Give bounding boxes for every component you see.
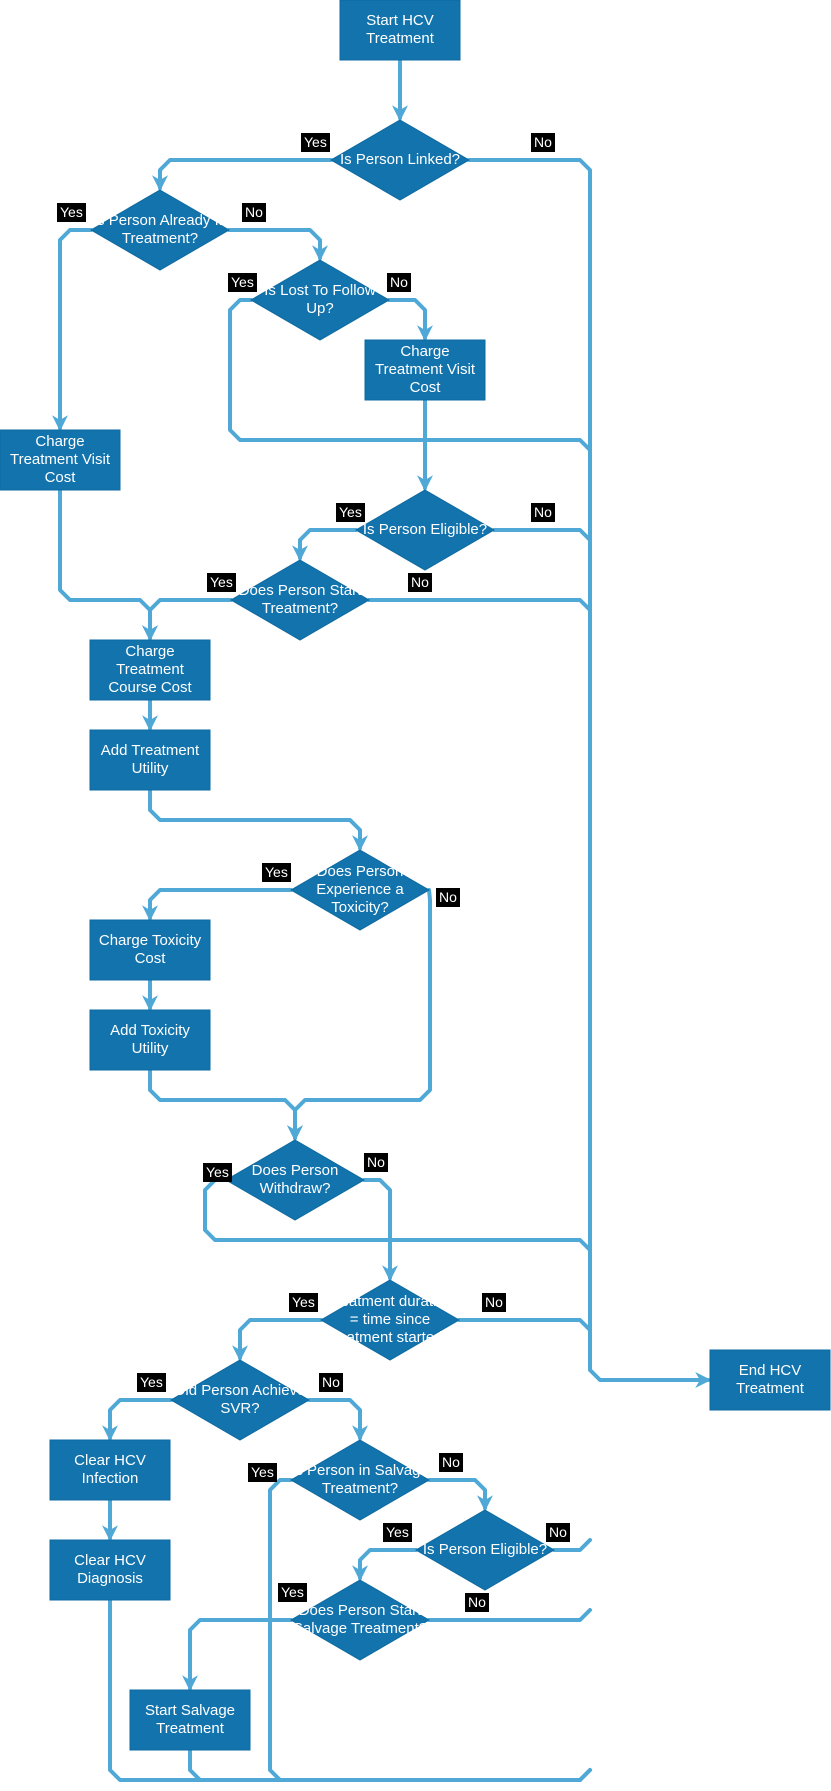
edge-toxicity-yes-edge <box>142 888 293 922</box>
edge-label-lost-yes: Yes <box>228 273 257 292</box>
node-start-process <box>339 0 461 61</box>
node-visit-cost-left-process <box>0 429 121 491</box>
node-toxicity-decision <box>290 849 430 931</box>
edge-label-svr-no: No <box>319 1373 343 1392</box>
edge-label-linked-yes: Yes <box>301 133 330 152</box>
edge-label-already-yes: Yes <box>57 203 86 222</box>
edge-label-withdraw-yes: Yes <box>203 1163 232 1182</box>
edge-eligible-yes-edge <box>292 528 358 562</box>
edge-svr-no-edge <box>307 1398 368 1442</box>
edge-withdraw-no-edge <box>362 1178 398 1282</box>
edge-visit-left-to-course <box>58 488 158 642</box>
node-tox-utility-process <box>89 1009 211 1071</box>
edge-salvage-start-to-end <box>188 1748 582 1782</box>
edge-label-starts-no: No <box>408 573 432 592</box>
node-duration-decision <box>320 1279 460 1361</box>
edge-tox-utility-to-withdraw <box>148 1068 303 1142</box>
node-lost-decision <box>250 259 390 341</box>
edge-linked-no-edge <box>467 158 712 1388</box>
node-treat-utility-process <box>89 729 211 791</box>
edge-eligible-no-edge <box>492 528 592 542</box>
edge-label-eligible-yes: Yes <box>336 503 365 522</box>
edge-label-starts-salvage-no: No <box>465 1593 489 1612</box>
edge-already-yes-edge <box>52 228 93 432</box>
node-clear-infection-process <box>49 1439 171 1501</box>
edge-diagnosis-to-end <box>108 1598 592 1782</box>
edge-linked-yes-edge <box>152 158 333 192</box>
edge-starts-yes-edge <box>142 598 233 642</box>
edge-label-eligible-2-yes: Yes <box>383 1523 412 1542</box>
node-visit-cost-right-process <box>364 339 486 401</box>
edge-label-salvage-no: No <box>439 1453 463 1472</box>
edge-starts-no-edge <box>367 598 592 612</box>
node-start-salvage-process <box>129 1689 251 1751</box>
edge-lost-yes-edge <box>228 298 592 452</box>
edge-svr-yes-edge <box>102 1398 173 1442</box>
node-withdraw-decision <box>225 1139 365 1221</box>
node-tox-cost-process <box>89 919 211 981</box>
node-already-decision <box>90 189 230 271</box>
edge-label-salvage-yes: Yes <box>248 1463 277 1482</box>
edge-label-lost-no: No <box>387 273 411 292</box>
edge-duration-no-edge <box>457 1318 592 1332</box>
edge-label-linked-no: No <box>531 133 555 152</box>
edge-utility-to-toxicity <box>148 788 368 852</box>
edge-label-duration-no: No <box>482 1293 506 1312</box>
edge-label-starts-yes: Yes <box>207 573 236 592</box>
edge-already-no-edge <box>227 228 328 262</box>
node-clear-diagnosis-process <box>49 1539 171 1601</box>
node-eligible-decision <box>355 489 495 571</box>
edge-label-svr-yes: Yes <box>137 1373 166 1392</box>
edge-label-already-no: No <box>242 203 266 222</box>
node-svr-decision <box>170 1359 310 1441</box>
node-end-process <box>709 1349 831 1411</box>
edge-salvage-no-edge <box>427 1478 493 1512</box>
edge-label-duration-yes: Yes <box>289 1293 318 1312</box>
edge-starts-salvage-yes-edge <box>182 1618 293 1692</box>
node-starts-salvage-decision <box>290 1579 430 1661</box>
edge-label-toxicity-no: No <box>436 888 460 907</box>
node-starts-decision <box>230 559 370 641</box>
edge-eligible-2-no-edge <box>552 1538 592 1552</box>
edge-lost-no-edge <box>387 298 433 342</box>
edge-label-withdraw-no: No <box>364 1153 388 1172</box>
edge-label-starts-salvage-yes: Yes <box>278 1583 307 1602</box>
edge-eligible-2-yes-edge <box>352 1548 418 1582</box>
edge-duration-yes-edge <box>232 1318 323 1362</box>
edge-label-toxicity-yes: Yes <box>262 863 291 882</box>
node-eligible-2-decision <box>415 1509 555 1591</box>
node-course-cost-process <box>89 639 211 701</box>
node-salvage-decision <box>290 1439 430 1521</box>
edge-starts-salvage-no-edge <box>427 1608 592 1622</box>
edge-label-eligible-no: No <box>531 503 555 522</box>
edge-label-eligible-2-no: No <box>546 1523 570 1542</box>
node-linked-decision <box>330 119 470 201</box>
